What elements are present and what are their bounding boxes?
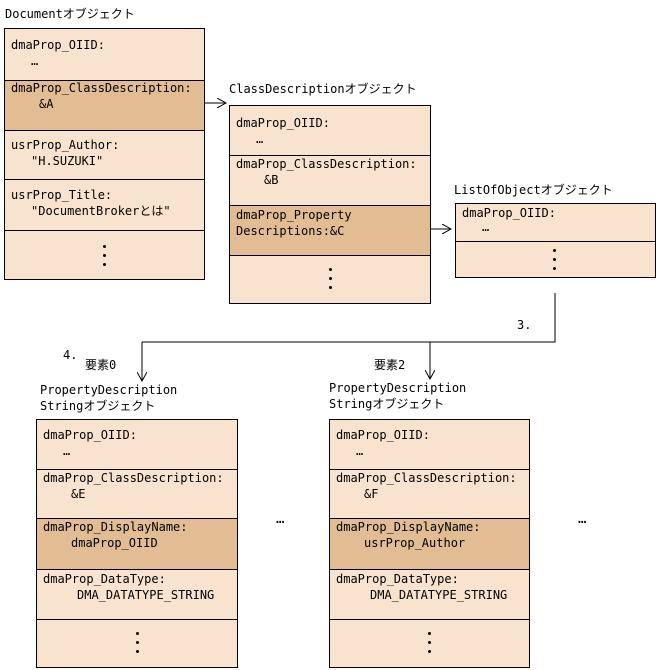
row-name: dmaProp_DisplayName: <box>336 520 481 534</box>
document-object-title: Documentオブジェクト <box>5 7 135 21</box>
pd0-object-box: dmaProp_OIID: … dmaProp_ClassDescription… <box>36 419 238 668</box>
row-value: … <box>482 220 490 234</box>
classdesc-row-more <box>230 255 430 304</box>
row-name: dmaProp_ClassDescription: <box>336 471 517 485</box>
pd0-title-line1: PropertyDescription <box>40 383 178 397</box>
document-row-classdescription: dmaProp_ClassDescription: &A <box>5 80 204 130</box>
pd2-row-oiid: dmaProp_OIID: … <box>330 420 529 469</box>
vertical-ellipsis-icon <box>428 632 432 659</box>
horizontal-ellipsis-right: … <box>578 511 588 527</box>
pd2-row-datatype: dmaProp_DataType: DMA_DATATYPE_STRING <box>330 569 529 619</box>
element-2-label: 要素2 <box>374 358 406 372</box>
row-value: "H.SUZUKI" <box>31 154 104 168</box>
pd0-row-classdescription: dmaProp_ClassDescription: &E <box>37 469 237 518</box>
step-3-label: 3. <box>517 318 532 332</box>
row-value: "DocumentBrokerとは" <box>31 204 171 218</box>
listofobject-object-box: dmaProp_OIID: … <box>455 203 656 278</box>
pd2-object-box: dmaProp_OIID: … dmaProp_ClassDescription… <box>329 419 530 668</box>
row-name: dmaProp_DataType: <box>336 572 459 586</box>
pd2-title-line2: Stringオブジェクト <box>329 397 445 411</box>
listobj-row-oiid: dmaProp_OIID: … <box>456 204 655 241</box>
document-row-oiid: dmaProp_OIID: … <box>5 29 204 80</box>
row-value: dmaProp_OIID <box>71 536 158 550</box>
row-name: dmaProp_DataType: <box>43 572 166 586</box>
row-value: DMA_DATATYPE_STRING <box>77 588 215 602</box>
row-name: dmaProp_DisplayName: <box>43 520 188 534</box>
row-name: dmaProp_ClassDescription: <box>236 157 417 171</box>
arrow-split <box>142 293 556 343</box>
pd0-row-displayname: dmaProp_DisplayName: dmaProp_OIID <box>37 518 237 569</box>
classdesc-row-propertydescriptions: dmaProp_Property Descriptions:&C <box>230 205 430 255</box>
element-0-label: 要素0 <box>85 358 117 372</box>
classdesc-row-oiid: dmaProp_OIID: … <box>230 106 430 155</box>
step-4-label: 4. <box>63 348 78 362</box>
row-value: &B <box>264 173 279 187</box>
pd2-row-classdescription: dmaProp_ClassDescription: &F <box>330 469 529 518</box>
pd0-row-oiid: dmaProp_OIID: … <box>37 420 237 469</box>
pd0-row-more <box>37 619 237 668</box>
classdescription-object-box: dmaProp_OIID: … dmaProp_ClassDescription… <box>229 105 431 304</box>
row-name: usrProp_Author: <box>11 138 120 152</box>
row-value: DMA_DATATYPE_STRING <box>370 588 508 602</box>
vertical-ellipsis-icon <box>136 632 140 659</box>
vertical-ellipsis-icon <box>329 268 333 295</box>
row-value: &E <box>71 487 86 501</box>
classdesc-row-classdescription: dmaProp_ClassDescription: &B <box>230 155 430 205</box>
row-value: &F <box>364 487 379 501</box>
classdescription-object-title: ClassDescriptionオブジェクト <box>229 82 417 96</box>
row-value: … <box>63 444 71 458</box>
pd2-row-more <box>330 619 529 668</box>
listobj-row-more <box>456 241 655 278</box>
row-name: dmaProp_ClassDescription: <box>11 81 192 95</box>
row-name: dmaProp_OIID: <box>236 116 330 130</box>
pd2-title-line1: PropertyDescription <box>329 381 467 395</box>
row-name: dmaProp_OIID: <box>43 428 137 442</box>
horizontal-ellipsis-middle: … <box>276 511 286 527</box>
row-name: dmaProp_Property <box>236 208 352 222</box>
row-name: dmaProp_ClassDescription: <box>43 471 224 485</box>
row-name: dmaProp_OIID: <box>462 206 556 220</box>
pd0-row-datatype: dmaProp_DataType: DMA_DATATYPE_STRING <box>37 569 237 619</box>
row-value: … <box>256 132 264 146</box>
pd2-row-displayname: dmaProp_DisplayName: usrProp_Author <box>330 518 529 569</box>
row-value: … <box>356 444 364 458</box>
row-value: … <box>31 54 39 68</box>
vertical-ellipsis-icon <box>553 249 557 276</box>
row-name: dmaProp_OIID: <box>336 428 430 442</box>
row-value: usrProp_Author <box>364 536 466 550</box>
document-object-box: dmaProp_OIID: … dmaProp_ClassDescription… <box>4 28 205 280</box>
row-value: Descriptions:&C <box>236 224 345 238</box>
row-value: &A <box>39 97 54 111</box>
listofobject-object-title: ListOfObjectオブジェクト <box>454 183 613 197</box>
pd0-title-line2: Stringオブジェクト <box>40 399 156 413</box>
document-row-author: usrProp_Author: "H.SUZUKI" <box>5 130 204 179</box>
document-row-title: usrProp_Title: "DocumentBrokerとは" <box>5 179 204 230</box>
document-row-more <box>5 230 204 280</box>
row-name: usrProp_Title: <box>11 188 113 202</box>
row-name: dmaProp_OIID: <box>11 38 105 52</box>
vertical-ellipsis-icon <box>103 245 107 272</box>
